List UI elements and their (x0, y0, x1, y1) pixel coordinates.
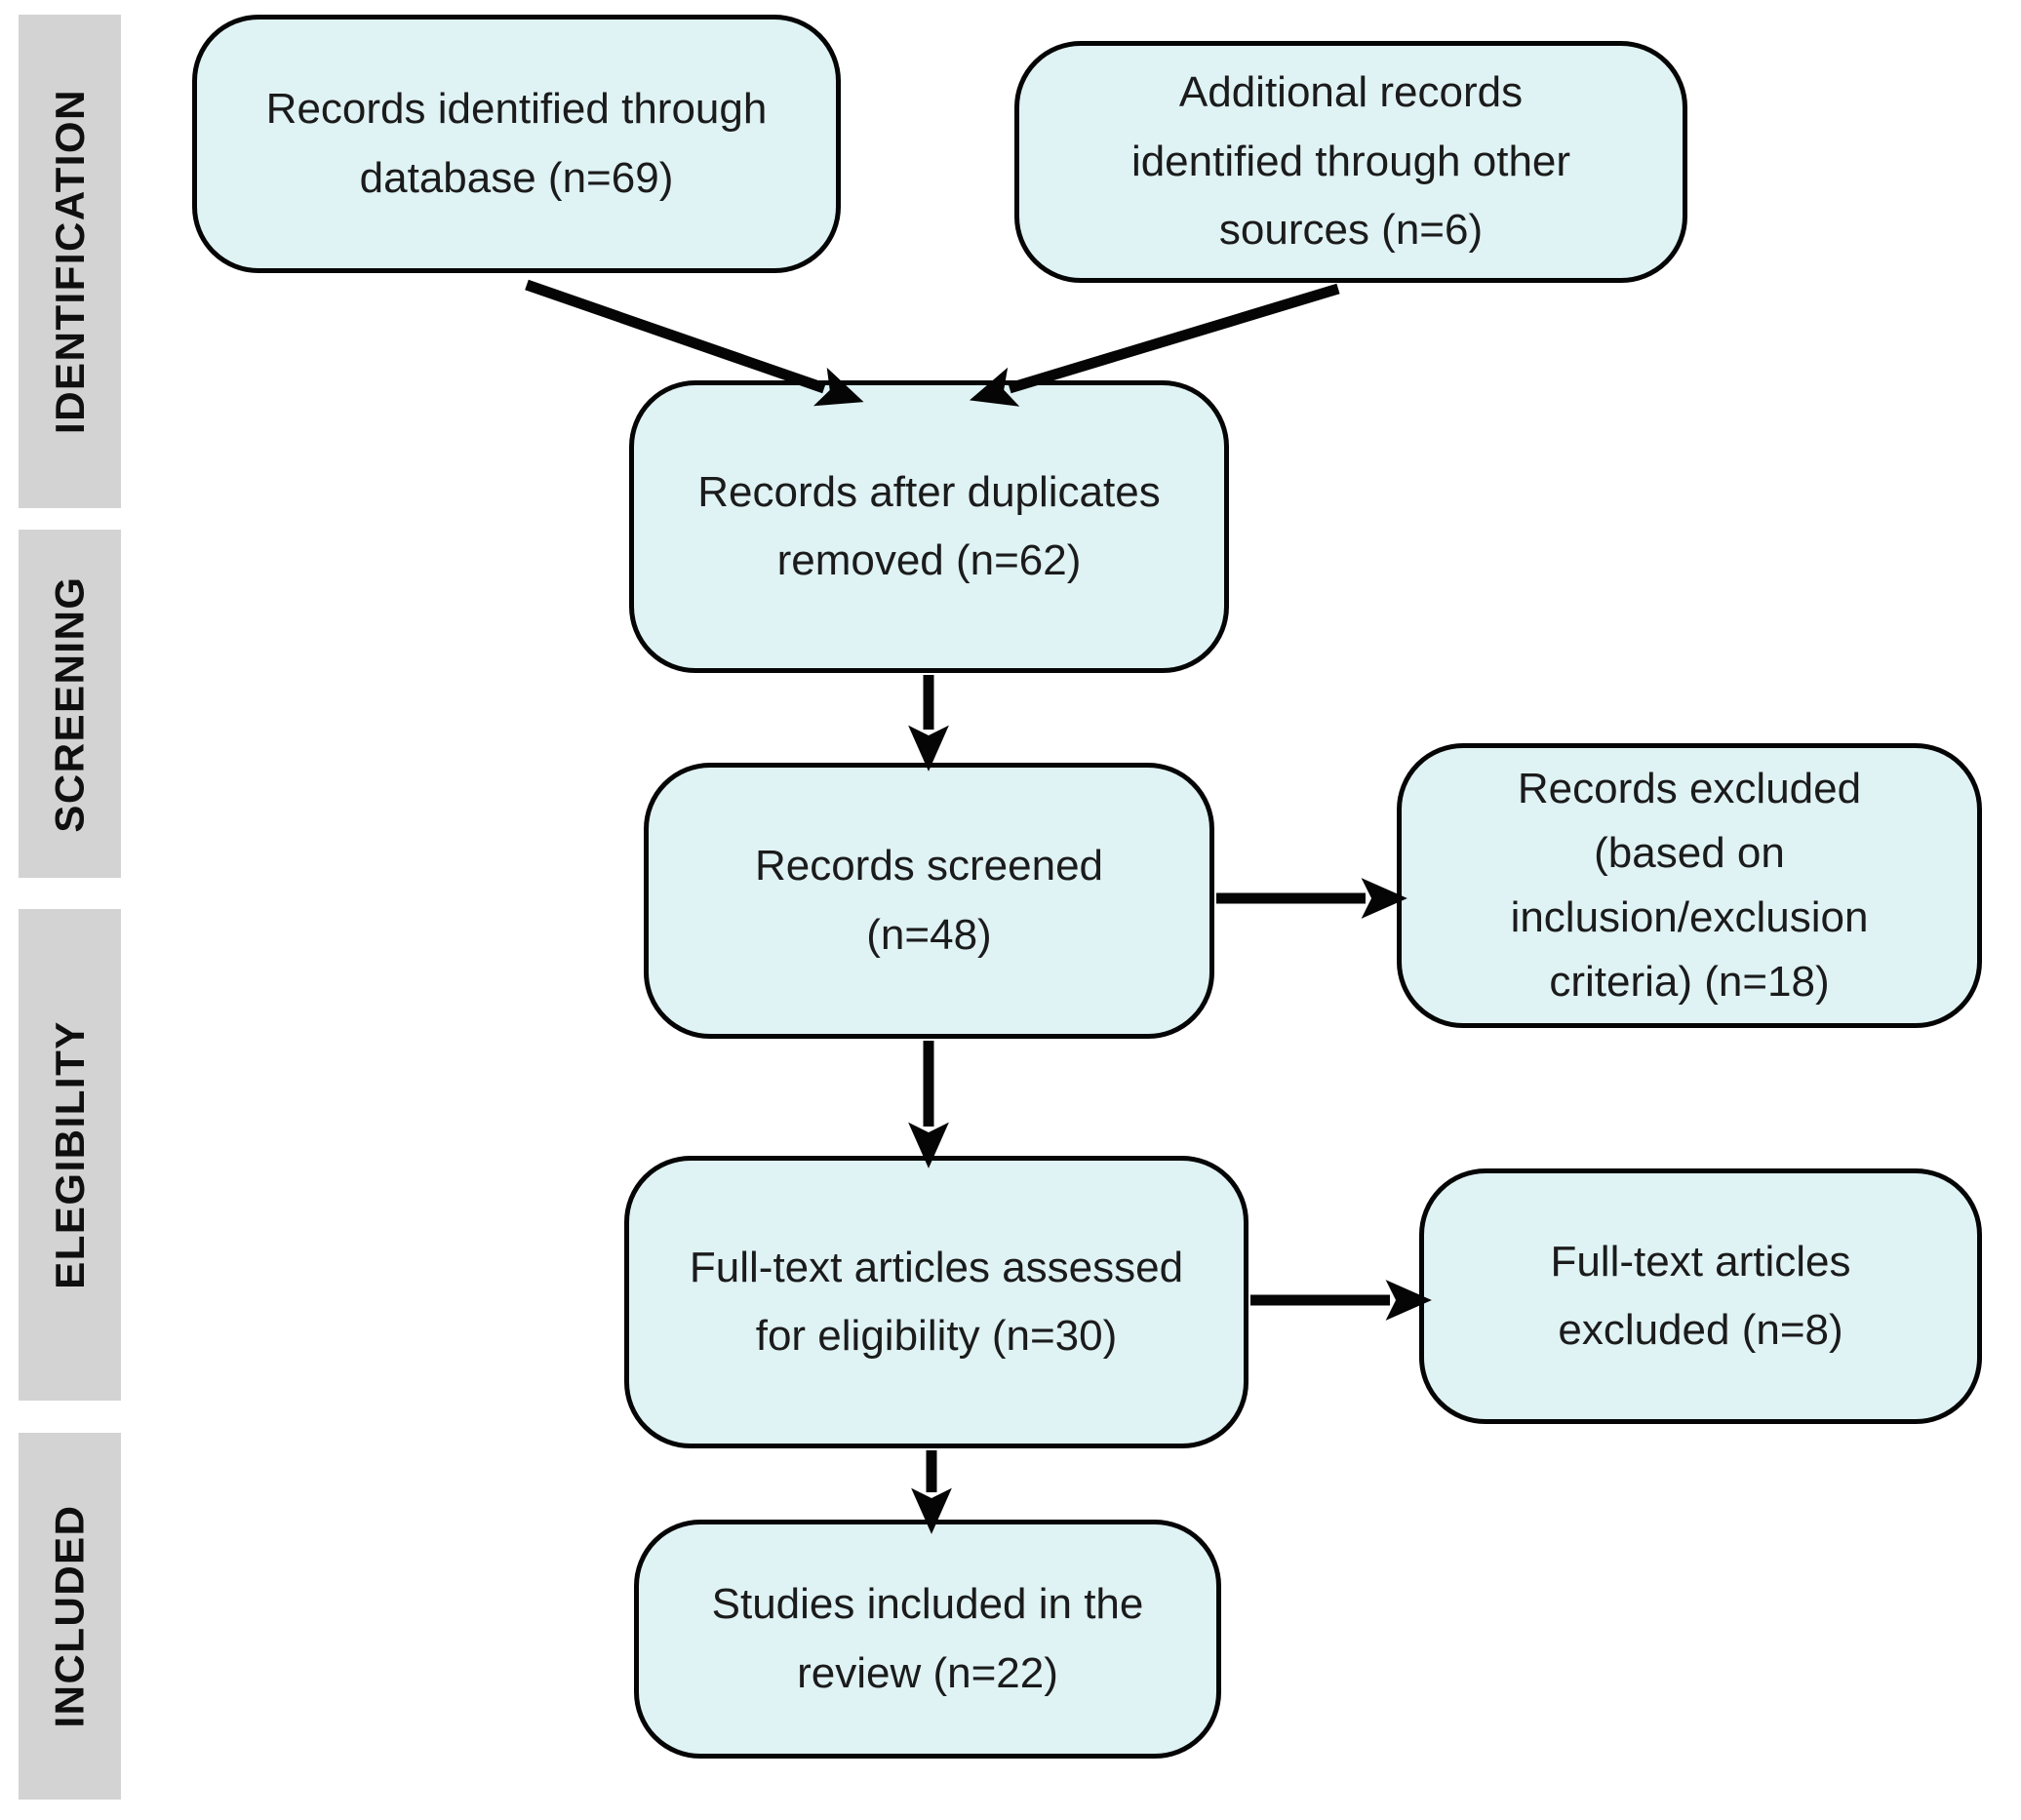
stage-identification: IDENTIFICATION (19, 15, 121, 508)
stage-label: INCLUDED (46, 1504, 93, 1728)
node-fulltext-assessed: Full-text articles assessed for eligibil… (624, 1156, 1248, 1448)
node-duplicates-removed: Records after duplicates removed (n=62) (629, 380, 1229, 673)
node-records-identified: Records identified through database (n=6… (192, 15, 841, 273)
stage-included: INCLUDED (19, 1433, 121, 1800)
node-records-screened: Records screened (n=48) (644, 763, 1214, 1039)
node-records-excluded: Records excluded (based on inclusion/exc… (1397, 743, 1982, 1028)
stage-screening: SCREENING (19, 530, 121, 878)
arrow-additional-to-duplicates (969, 283, 1340, 407)
node-additional-records: Additional records identified through ot… (1014, 41, 1687, 283)
stage-label: SCREENING (46, 574, 93, 833)
stage-label: IDENTIFICATION (46, 89, 93, 434)
arrow-identified-to-duplicates (525, 279, 864, 407)
node-studies-included: Studies included in the review (n=22) (634, 1520, 1221, 1759)
stage-label: ELEGIBILITY (46, 1020, 93, 1289)
stage-elegibility: ELEGIBILITY (19, 909, 121, 1401)
node-fulltext-excluded: Full-text articles excluded (n=8) (1419, 1168, 1982, 1424)
